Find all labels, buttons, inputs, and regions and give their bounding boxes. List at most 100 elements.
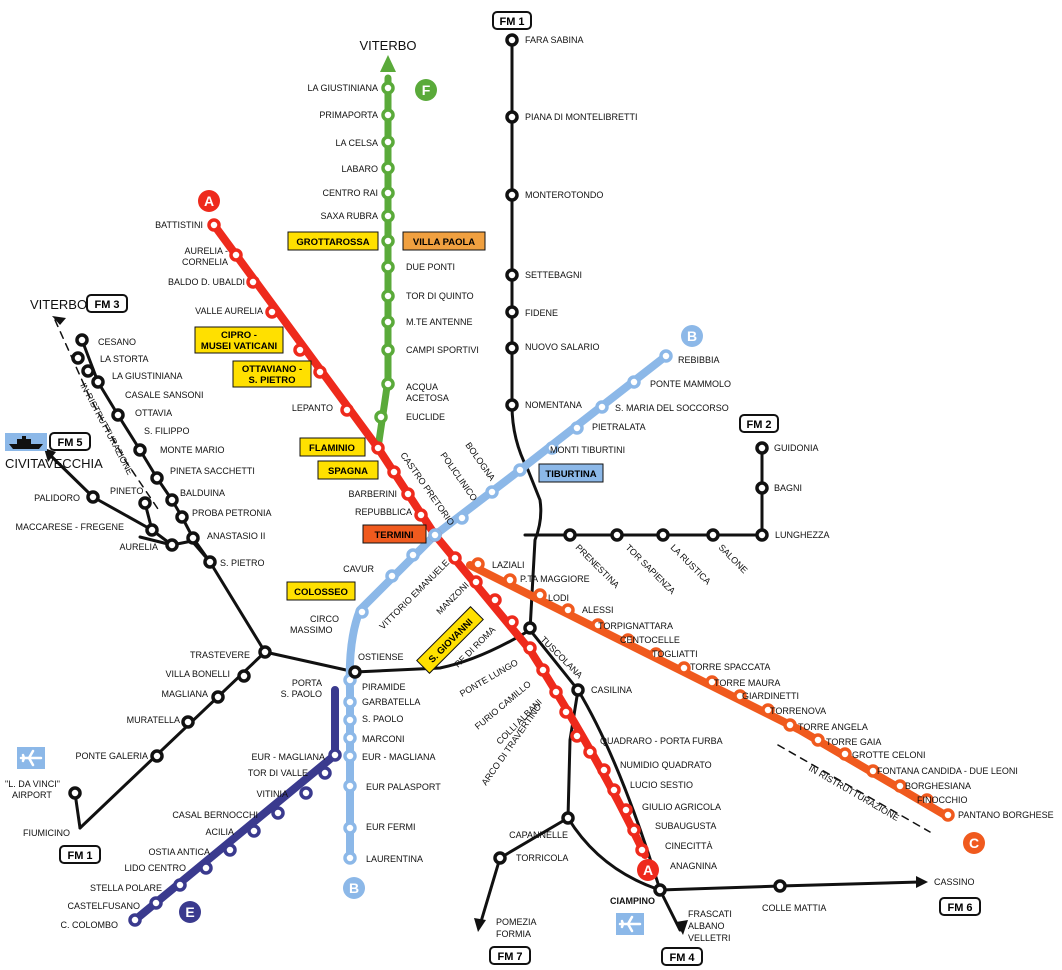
line-b-top-badge[interactable]: B xyxy=(681,325,703,347)
line-a-station[interactable] xyxy=(635,843,649,857)
rail-station[interactable] xyxy=(203,555,217,569)
tiburtina-box[interactable]: TIBURTINA xyxy=(538,463,604,483)
line-f-station[interactable] xyxy=(381,161,395,175)
line-a-station[interactable] xyxy=(207,218,221,232)
line-f-badge[interactable]: F xyxy=(415,79,437,101)
line-a-station[interactable] xyxy=(570,729,584,743)
line-b-station[interactable] xyxy=(455,511,469,525)
line-c-badge[interactable]: C xyxy=(963,832,985,854)
line-b-station[interactable] xyxy=(428,528,442,542)
rail-station[interactable] xyxy=(653,883,667,897)
line-b-station[interactable] xyxy=(355,605,369,619)
rail-station[interactable] xyxy=(181,715,195,729)
line-e-station[interactable] xyxy=(173,878,187,892)
line-a-station[interactable] xyxy=(549,685,563,699)
line-f-station[interactable] xyxy=(381,108,395,122)
line-f-station[interactable] xyxy=(381,234,395,248)
rail-station[interactable] xyxy=(563,528,577,542)
rail-station[interactable] xyxy=(150,749,164,763)
line-c-station[interactable] xyxy=(941,808,955,822)
line-c-station[interactable] xyxy=(705,675,719,689)
line-e-station[interactable] xyxy=(271,806,285,820)
line-c-station[interactable] xyxy=(866,764,880,778)
fm1-top-badge[interactable]: FM 1 xyxy=(492,11,532,30)
line-e-station[interactable] xyxy=(128,913,142,927)
fm7-badge[interactable]: FM 7 xyxy=(489,946,531,965)
rail-station[interactable] xyxy=(165,538,179,552)
rail-station[interactable] xyxy=(165,493,179,507)
flaminio-box[interactable]: FLAMINIO xyxy=(299,437,366,457)
line-b-station[interactable] xyxy=(343,779,357,793)
line-e-station[interactable] xyxy=(328,748,342,762)
rail-station[interactable] xyxy=(86,490,100,504)
rail-station[interactable] xyxy=(111,408,125,422)
colosseo-box[interactable]: COLOSSEO xyxy=(286,581,356,601)
line-a-station[interactable] xyxy=(627,823,641,837)
line-a-bottom-badge[interactable]: A xyxy=(637,859,659,881)
line-c-station[interactable] xyxy=(811,733,825,747)
line-a-station[interactable] xyxy=(523,641,537,655)
line-f-station[interactable] xyxy=(381,343,395,357)
line-b-station[interactable] xyxy=(343,851,357,865)
rail-station[interactable] xyxy=(150,471,164,485)
line-a-station[interactable] xyxy=(583,745,597,759)
line-a-station[interactable] xyxy=(469,575,483,589)
rail-station[interactable] xyxy=(186,531,200,545)
line-e-badge[interactable]: E xyxy=(179,901,201,923)
line-a-station[interactable] xyxy=(536,663,550,677)
rail-station[interactable] xyxy=(610,528,624,542)
ottaviano-box[interactable]: OTTAVIANO -S. PIETRO xyxy=(232,360,312,388)
villa-paola-box[interactable]: VILLA PAOLA xyxy=(402,231,486,251)
s-giovanni-box[interactable]: S. GIOVANNI xyxy=(416,606,484,674)
line-b-station[interactable] xyxy=(545,441,559,455)
termini-box[interactable]: TERMINI xyxy=(362,524,427,544)
rail-station[interactable] xyxy=(505,398,519,412)
line-b-station[interactable] xyxy=(343,731,357,745)
line-c-station[interactable] xyxy=(503,573,517,587)
line-a-station[interactable] xyxy=(448,551,462,565)
fm1-bottom-badge[interactable]: FM 1 xyxy=(59,845,101,864)
rail-station[interactable] xyxy=(523,621,537,635)
rail-station[interactable] xyxy=(175,510,189,524)
line-e-station[interactable] xyxy=(247,824,261,838)
line-c-station[interactable] xyxy=(561,603,575,617)
grottarossa-box[interactable]: GROTTAROSSA xyxy=(287,231,379,251)
line-a-station[interactable] xyxy=(505,615,519,629)
rail-station[interactable] xyxy=(505,268,519,282)
line-c-station[interactable] xyxy=(920,793,934,807)
rail-station[interactable] xyxy=(505,305,519,319)
rail-station[interactable] xyxy=(561,811,575,825)
rail-station[interactable] xyxy=(773,879,787,893)
line-f-station[interactable] xyxy=(381,186,395,200)
rail-station[interactable] xyxy=(755,528,769,542)
line-a-station[interactable] xyxy=(597,763,611,777)
line-f-station[interactable] xyxy=(381,209,395,223)
cipro-box[interactable]: CIPRO -MUSEI VATICANI xyxy=(194,326,284,354)
line-a-station[interactable] xyxy=(387,465,401,479)
line-c-station[interactable] xyxy=(533,588,547,602)
fm2-badge[interactable]: FM 2 xyxy=(739,414,779,433)
line-f-station[interactable] xyxy=(381,135,395,149)
line-a-station[interactable] xyxy=(340,403,354,417)
line-f-station[interactable] xyxy=(374,410,388,424)
line-b-station[interactable] xyxy=(570,421,584,435)
rail-station[interactable] xyxy=(237,669,251,683)
rail-station[interactable] xyxy=(211,690,225,704)
line-a-top-badge[interactable]: A xyxy=(198,190,220,212)
line-f-station[interactable] xyxy=(381,315,395,329)
fm4-badge[interactable]: FM 4 xyxy=(661,947,703,966)
rail-station[interactable] xyxy=(81,364,95,378)
rail-station[interactable] xyxy=(706,528,720,542)
rail-station[interactable] xyxy=(505,110,519,124)
rail-station[interactable] xyxy=(138,496,152,510)
line-c-station[interactable] xyxy=(591,618,605,632)
rail-station[interactable] xyxy=(71,351,85,365)
line-b-station[interactable] xyxy=(385,569,399,583)
line-e-station[interactable] xyxy=(199,861,213,875)
line-b-station[interactable] xyxy=(595,400,609,414)
rail-station[interactable] xyxy=(348,665,362,679)
line-b-station[interactable] xyxy=(343,821,357,835)
line-a-station[interactable] xyxy=(229,248,243,262)
rail-station[interactable] xyxy=(493,851,507,865)
line-a-station[interactable] xyxy=(371,441,385,455)
